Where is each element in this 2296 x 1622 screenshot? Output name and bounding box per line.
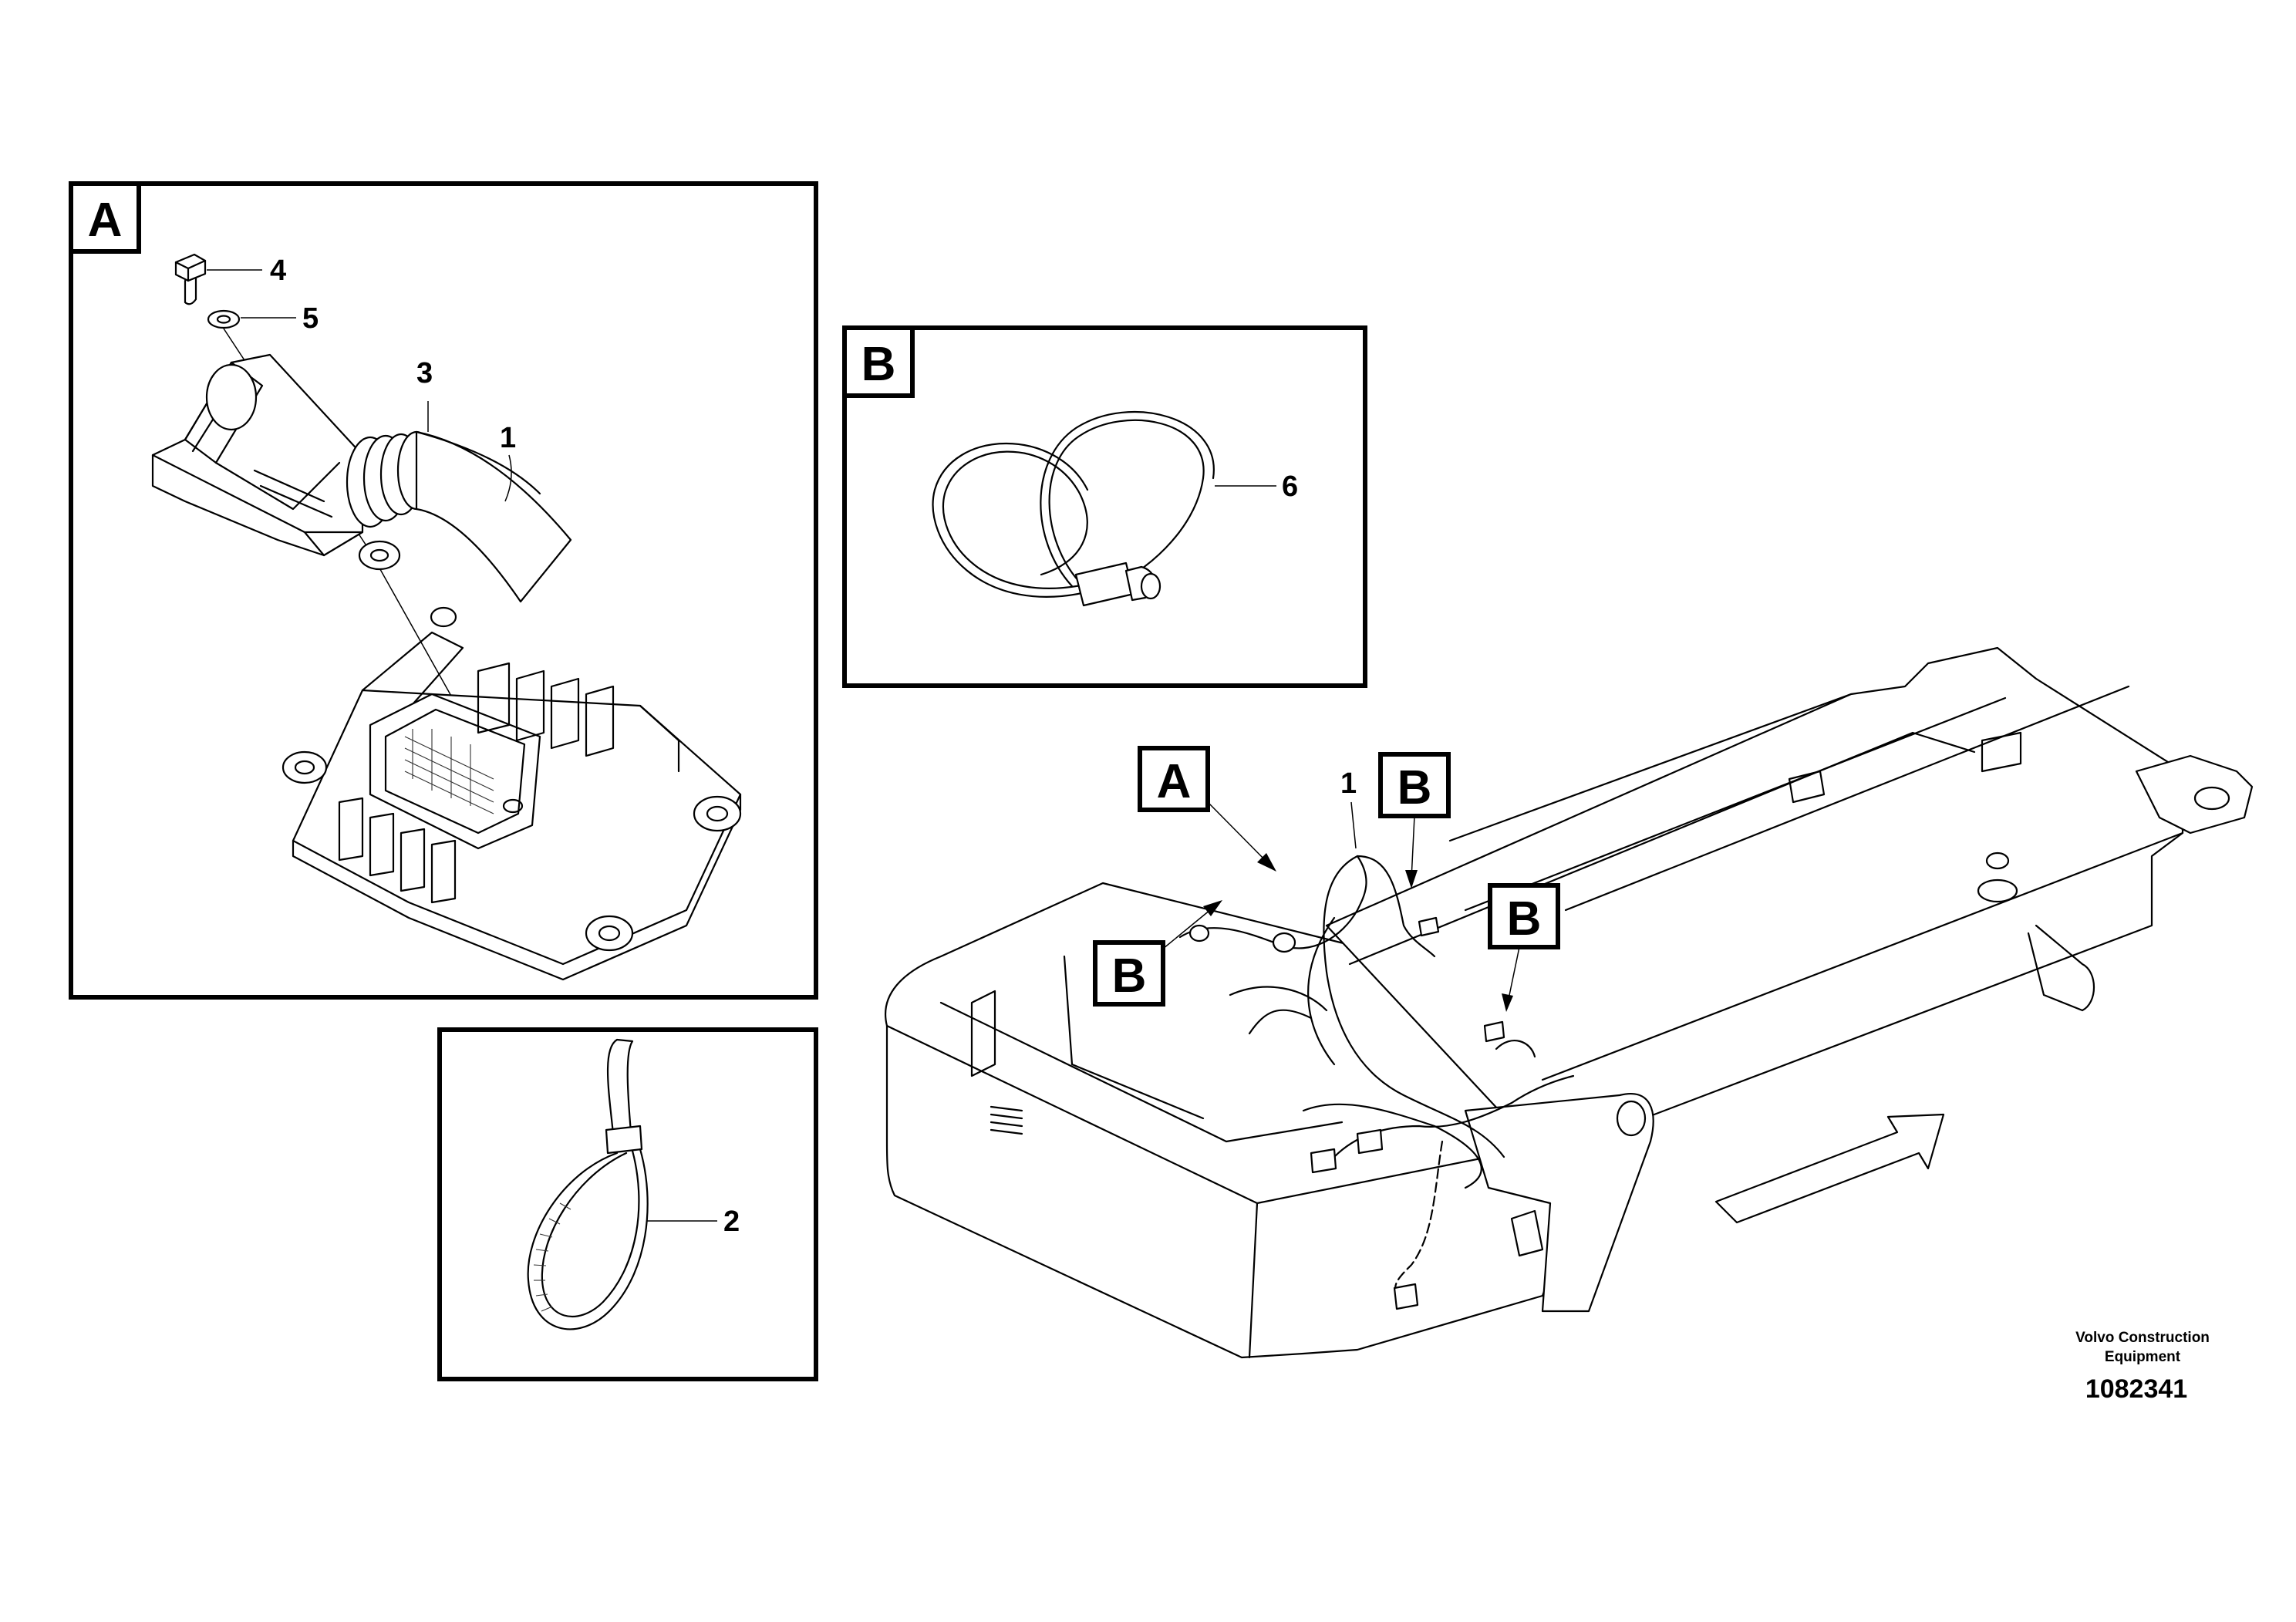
main-tag-a: A [1157,755,1192,808]
detail-b-frame [842,325,1367,688]
main-tag-b2-box [1093,940,1165,1007]
detail-tie-frame [437,1027,818,1381]
cable-tie-part [527,1038,649,1330]
tow-eye [2135,754,2254,835]
main-tag-b1-box [1378,752,1451,818]
ecu-module [282,606,742,981]
callout-1: 1 [500,422,516,454]
travel-direction-arrow [1714,1113,1945,1224]
callout-4: 4 [270,255,286,287]
frame-side-rails [1325,646,2184,1158]
vent-grille [990,1105,1023,1135]
connector-housing [151,353,401,571]
cable-clip-part [932,411,1215,607]
detail-b-tag-box [842,325,915,398]
title-block: Volvo Construction Equipment 1082341 [2075,1330,2210,1404]
detail-a-frame [69,181,818,1000]
main-tag-b2: B [1112,949,1147,1003]
detail-view-a: A 4 5 [69,181,818,1000]
harness-cable [415,430,572,603]
main-harness [1178,855,1575,1310]
callout-2: 2 [723,1206,740,1238]
main-tag-a-box [1138,746,1210,812]
callout-3: 3 [416,357,433,389]
washer-part [207,309,241,329]
detail-view-b: B 6 [842,325,1367,688]
bolt-part [174,253,207,305]
callout-6: 6 [1282,470,1298,503]
main-callout-1: 1 [1340,767,1357,800]
lift-arm-mount [1464,1093,1654,1313]
detail-a-tag: A [88,194,123,247]
machine-frame-assembly: A 1 B B B [885,646,2254,1359]
detail-b-tag: B [861,338,896,391]
brand-line-1: Volvo Construction [2075,1330,2210,1346]
detail-view-cable-tie: 2 [437,1027,818,1381]
drawing-number: 1082341 [2085,1374,2187,1404]
detail-a-tag-box [69,181,141,254]
main-tag-b3-box [1488,883,1560,949]
main-tag-b3: B [1507,892,1542,946]
callout-5: 5 [302,302,319,335]
brand-line-2: Equipment [2105,1349,2181,1365]
main-tag-b1: B [1397,761,1432,814]
